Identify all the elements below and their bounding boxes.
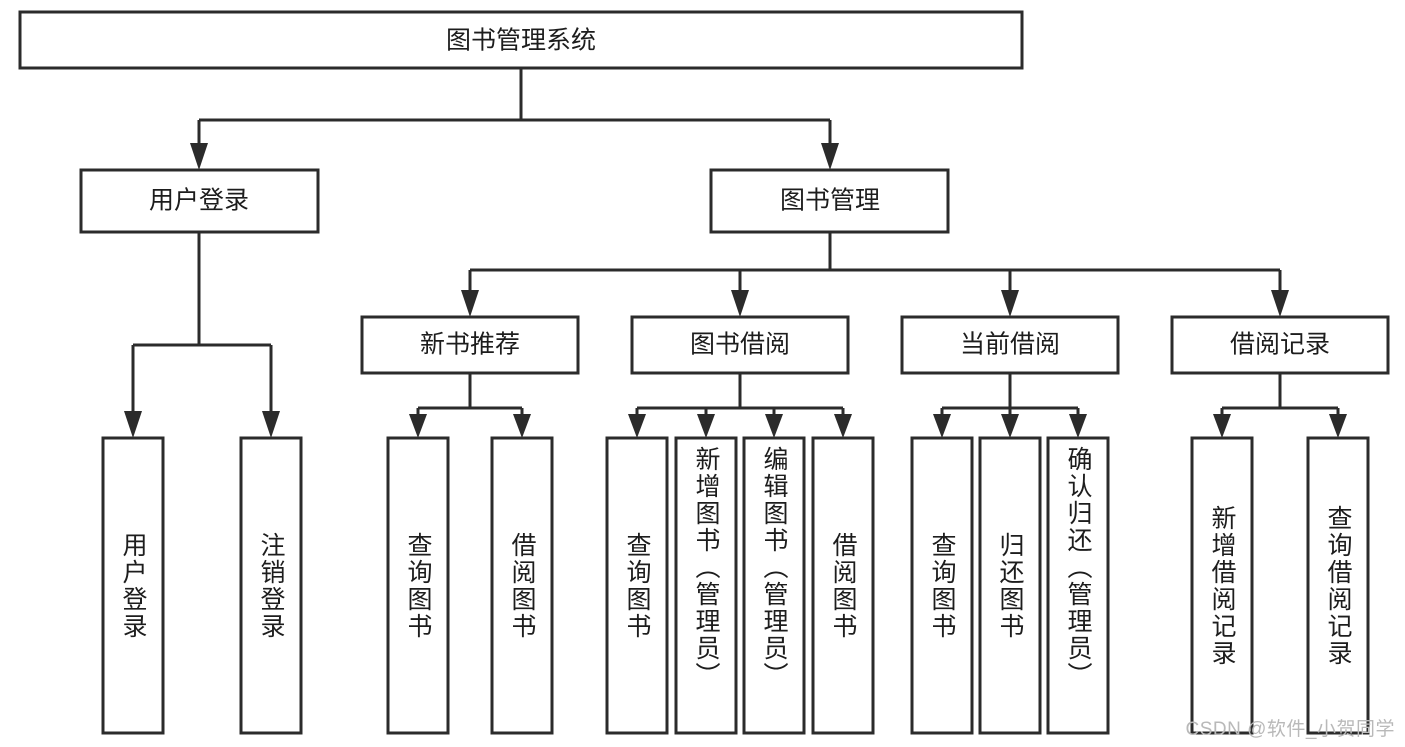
- arrow-head-leaf-br-add: [1213, 414, 1231, 438]
- node-current-borrow[interactable]: 当前借阅: [900, 315, 1120, 375]
- leaf-box-cb-return-book[interactable]: [978, 436, 1042, 735]
- node-book-manage-label: 图书管理: [780, 187, 880, 215]
- arrow-head-leaf-bb-edit: [765, 414, 783, 438]
- node-borrow-record-label: 借阅记录: [1230, 331, 1330, 359]
- node-book-manage[interactable]: 图书管理: [709, 168, 950, 234]
- arrow-head-leaf-cb-return: [1001, 414, 1019, 438]
- leaf-box-logout[interactable]: [239, 436, 303, 735]
- leaf-box-user-login[interactable]: [101, 436, 165, 735]
- leaf-box-cb-confirm-return[interactable]: [1046, 436, 1110, 735]
- node-borrow-record[interactable]: 借阅记录: [1170, 315, 1390, 375]
- arrow-head-leaf-cb-confirm: [1069, 414, 1087, 438]
- arrow-head-new-book: [461, 290, 479, 317]
- arrow-head-current-borrow: [1001, 290, 1019, 317]
- leaf-box-cb-query-book[interactable]: [910, 436, 974, 735]
- leaf-box-bb-query-book[interactable]: [605, 436, 669, 735]
- leaf-box-bb-borrow-book[interactable]: [811, 436, 875, 735]
- leaf-box-nb-query-book[interactable]: [386, 436, 450, 735]
- arrow-head-leaf-nb-query: [409, 414, 427, 438]
- leaf-box-bb-edit-book[interactable]: [742, 436, 806, 735]
- arrow-head-leaf-bb-add: [697, 414, 715, 438]
- connector-group-book-borrow: [628, 373, 852, 438]
- leaf-box-nb-borrow-book[interactable]: [490, 436, 554, 735]
- node-book-manage-box[interactable]: [709, 168, 950, 234]
- connector-group-current-borrow: [933, 373, 1087, 438]
- node-new-book-box[interactable]: [360, 315, 580, 375]
- arrow-head-leaf-user-login: [124, 411, 142, 438]
- arrow-head-leaf-cb-query: [933, 414, 951, 438]
- arrow-head-book-borrow: [731, 290, 749, 317]
- node-book-borrow-box[interactable]: [630, 315, 850, 375]
- connector-group-borrow-record: [1213, 373, 1347, 438]
- leaf-box-br-query-record[interactable]: [1306, 436, 1370, 735]
- csdn-watermark: CSDN @软件_小贺同学: [1185, 719, 1395, 740]
- node-root-label: 图书管理系统: [446, 27, 596, 55]
- arrow-head-leaf-nb-borrow: [513, 414, 531, 438]
- node-user-login-label: 用户登录: [149, 187, 249, 215]
- arrow-head-user-login: [190, 143, 208, 170]
- arrow-head-leaf-logout: [262, 411, 280, 438]
- arrow-head-borrow-record: [1271, 290, 1289, 317]
- node-book-borrow[interactable]: 图书借阅: [630, 315, 850, 375]
- node-current-borrow-box[interactable]: [900, 315, 1120, 375]
- node-book-borrow-label: 图书借阅: [690, 331, 790, 359]
- connector-group-user-login: [124, 232, 280, 438]
- node-user-login-box[interactable]: [79, 168, 320, 234]
- node-root-box[interactable]: [18, 10, 1024, 70]
- node-borrow-record-box[interactable]: [1170, 315, 1390, 375]
- arrow-head-leaf-bb-borrow: [834, 414, 852, 438]
- connector-group-root: [190, 68, 839, 170]
- arrow-head-leaf-bb-query: [628, 414, 646, 438]
- arrow-head-book-manage: [821, 143, 839, 170]
- connector-group-new-book: [409, 373, 531, 438]
- node-new-book-label: 新书推荐: [420, 331, 520, 359]
- leaf-box-br-add-record[interactable]: [1190, 436, 1254, 735]
- leaf-box-bb-add-book[interactable]: [674, 436, 738, 735]
- node-current-borrow-label: 当前借阅: [960, 331, 1060, 359]
- node-user-login[interactable]: 用户登录: [79, 168, 320, 234]
- connector-group-book-manage: [461, 232, 1289, 317]
- arrow-head-leaf-br-query: [1329, 414, 1347, 438]
- node-root[interactable]: 图书管理系统: [18, 10, 1024, 70]
- leaf-boxes: [101, 436, 1370, 735]
- node-new-book[interactable]: 新书推荐: [360, 315, 580, 375]
